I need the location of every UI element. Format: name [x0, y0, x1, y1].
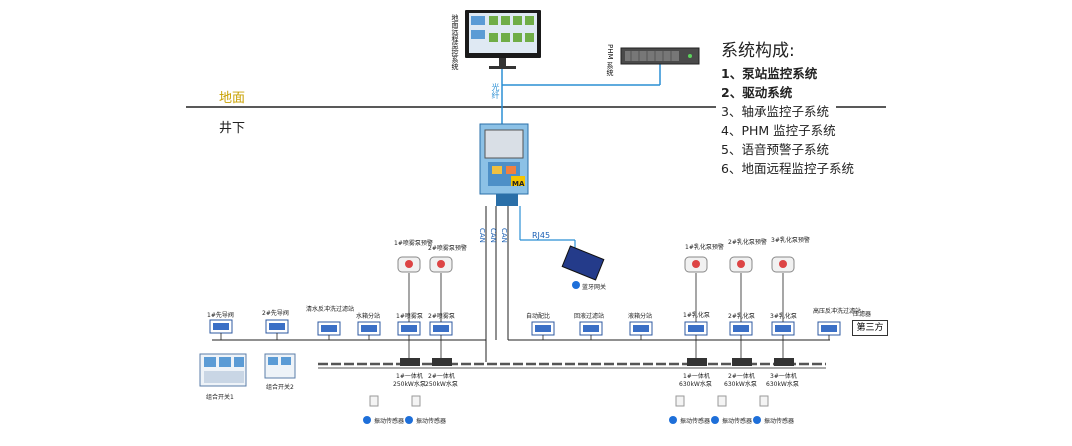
machine-label: 3#一体机 — [770, 373, 797, 380]
station-label: 2#乳化泵 — [728, 313, 755, 320]
station-label: 高压反冲洗过滤站 — [813, 308, 862, 315]
combo-switch-2-icon — [264, 353, 296, 379]
controller-badge: MA — [512, 180, 525, 188]
main-controller-icon — [479, 123, 529, 206]
station-label: 回液过滤站 — [574, 313, 605, 320]
combo-switch-1-icon — [199, 353, 247, 387]
gateway-label: 蓝牙网关 — [582, 284, 607, 291]
vibration-sensors — [363, 395, 769, 424]
fiber-label: 光纤 — [491, 83, 500, 99]
phm-label: PHM 系统 — [606, 44, 614, 76]
monitor-label: 地面远程监控系统 — [451, 14, 459, 70]
legend-item: 4、PHM 监控子系统 — [721, 123, 836, 138]
can-label-1: CAN — [478, 228, 486, 243]
switch-label: 组合开关1 — [206, 394, 234, 401]
machine-label: 630kW水泵 — [679, 381, 712, 388]
machine-label: 630kW水泵 — [724, 381, 757, 388]
machine-label: 630kW水泵 — [766, 381, 799, 388]
sensor-label: 振动传感器 — [416, 418, 447, 425]
machine-label: 250kW水泵 — [393, 381, 426, 388]
station-label: 压滤器 — [853, 311, 872, 318]
sensor-label: 振动传感器 — [374, 418, 405, 425]
station-label: 液箱分站 — [628, 313, 653, 320]
station-label: 1#乳化泵 — [683, 312, 710, 319]
station-label: 1#先导阀 — [207, 312, 234, 319]
switch-label: 组合开关2 — [266, 384, 294, 391]
machine-label: 1#一体机 — [683, 373, 710, 380]
sensor-label: 振动传感器 — [722, 418, 753, 425]
alarm-label-right-1: 1#乳化泵预警 — [685, 244, 724, 251]
station-devices — [209, 319, 841, 336]
legend-title: 系统构成: — [721, 41, 795, 61]
monitor-icon — [465, 10, 541, 69]
machine-label: 250kW水泵 — [425, 381, 458, 388]
legend-item: 2、驱动系统 — [721, 85, 793, 100]
phm-server-icon — [620, 47, 700, 65]
legend-item: 6、地面远程监控子系统 — [721, 161, 854, 176]
can-label-3: CAN — [500, 228, 508, 243]
station-label: 2#喷雾泵 — [428, 313, 455, 320]
pump-machines — [400, 358, 794, 366]
alarm-label-right-3: 3#乳化泵预警 — [771, 237, 810, 244]
machine-label: 1#一体机 — [396, 373, 423, 380]
alarm-label-right-2: 2#乳化泵预警 — [728, 239, 767, 246]
station-label: 2#先导阀 — [262, 310, 289, 317]
station-label: 清水反冲洗过滤站 — [306, 306, 355, 313]
station-label: 1#喷雾泵 — [396, 313, 423, 320]
machine-label: 2#一体机 — [428, 373, 455, 380]
rj45-label: RJ45 — [532, 231, 551, 240]
third-party-box: 第三方 — [852, 320, 888, 336]
sensor-label: 振动传感器 — [680, 418, 711, 425]
alarm-label-left-1: 1#喷雾泵预警 — [394, 240, 433, 247]
sensor-label: 振动传感器 — [764, 418, 795, 425]
legend-item: 5、语音预警子系统 — [721, 142, 829, 157]
ground-label: 地面 — [219, 91, 246, 106]
alarm-label-left-2: 2#喷雾泵预警 — [428, 245, 467, 252]
legend-item: 3、轴承监控子系统 — [721, 101, 833, 120]
machine-label: 2#一体机 — [728, 373, 755, 380]
can-label-2: CAN — [489, 228, 497, 243]
legend-item: 1、泵站监控系统 — [721, 66, 818, 81]
alarm-speakers — [397, 256, 795, 273]
underground-label: 井下 — [219, 121, 246, 136]
station-label: 水箱分站 — [356, 313, 381, 320]
bluetooth-gateway-icon — [561, 245, 605, 281]
station-label: 3#乳化泵 — [770, 313, 797, 320]
station-label: 自动配比 — [526, 313, 551, 320]
